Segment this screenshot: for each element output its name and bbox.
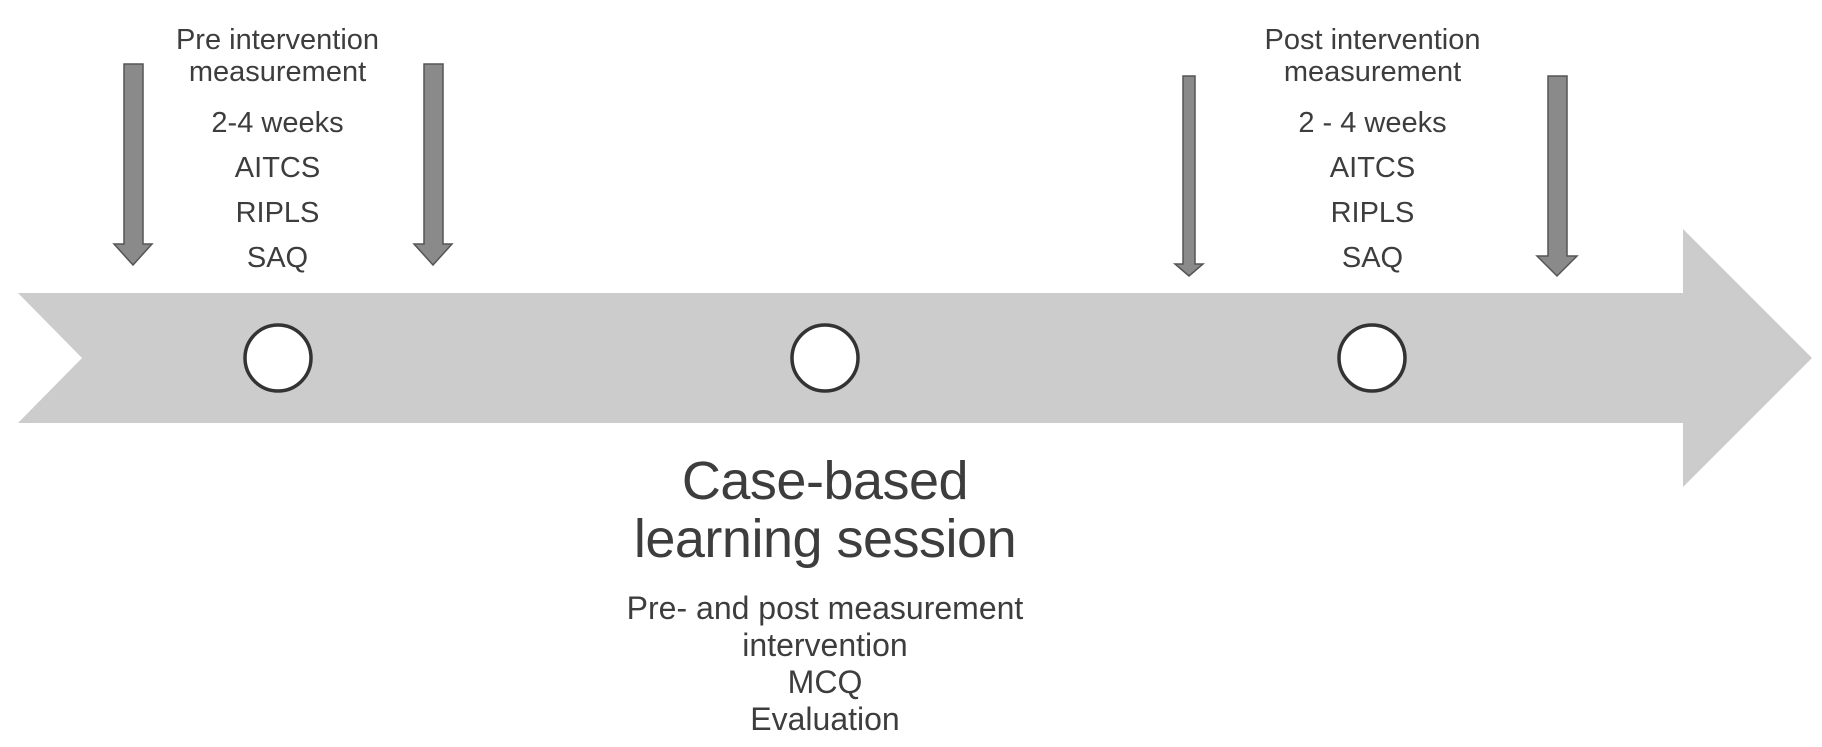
- timeline-arrow: [18, 229, 1812, 487]
- post-window-end-arrow: [1535, 75, 1579, 278]
- post-measurement-duration: 2 - 4 weeks: [1298, 107, 1447, 139]
- post-measurement-title-line1: Post intervention: [1264, 24, 1481, 56]
- pre-measurement-instrument: RIPLS: [235, 197, 320, 229]
- session-details: Pre- and post measurement intervention M…: [585, 590, 1065, 738]
- session-detail: Evaluation: [750, 701, 900, 737]
- post-measurement-label: Post intervention measurement 2 - 4 week…: [1230, 24, 1515, 281]
- pre-measurement-duration: 2-4 weeks: [211, 107, 344, 139]
- session-title-line2: learning session: [633, 509, 1017, 569]
- post-window-start-arrow: [1172, 75, 1206, 277]
- pre-measurement-title-line2: measurement: [188, 56, 367, 88]
- session-milestone: [790, 323, 860, 393]
- pre-measurement-instrument: AITCS: [234, 152, 321, 184]
- pre-measurement-title-line1: Pre intervention: [175, 24, 380, 56]
- post-measurement-milestone: [1337, 323, 1407, 393]
- post-measurement-instrument: AITCS: [1329, 152, 1416, 184]
- post-measurement-title-line2: measurement: [1283, 56, 1462, 88]
- session-detail: Pre- and post measurement: [626, 590, 1024, 626]
- pre-window-end-arrow: [412, 63, 454, 267]
- session-title: Case-based learning session: [585, 452, 1065, 568]
- post-measurement-instrument: RIPLS: [1330, 197, 1415, 229]
- session-detail: MCQ: [787, 664, 863, 700]
- pre-window-start-arrow: [112, 63, 154, 267]
- session-title-line1: Case-based: [681, 451, 969, 511]
- pre-measurement-instrument: SAQ: [246, 242, 309, 274]
- pre-measurement-milestone: [243, 323, 313, 393]
- pre-measurement-label: Pre intervention measurement 2-4 weeks A…: [155, 24, 400, 281]
- post-measurement-instrument: SAQ: [1341, 242, 1404, 274]
- session-label: Case-based learning session Pre- and pos…: [585, 452, 1065, 738]
- session-detail: intervention: [742, 627, 908, 663]
